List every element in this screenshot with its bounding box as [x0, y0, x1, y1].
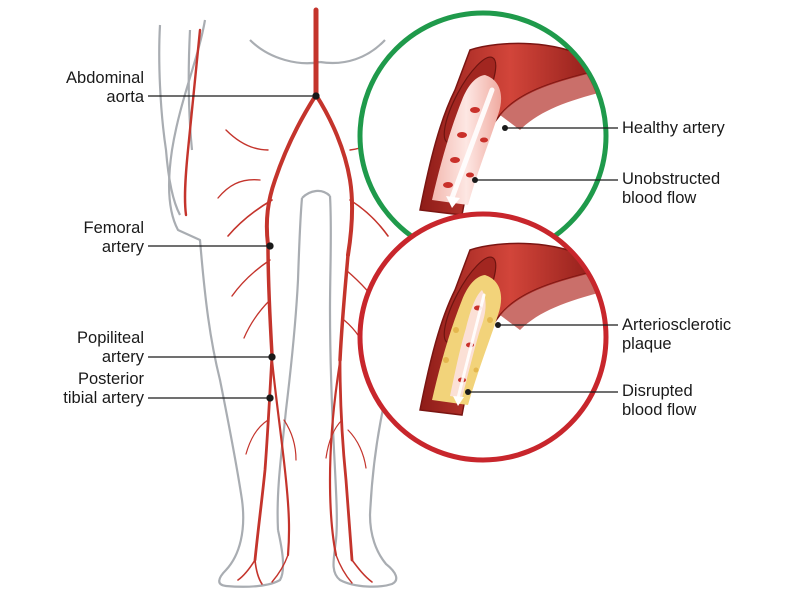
label-disrupted-flow: Disrupted blood flow — [622, 382, 697, 419]
label-unobstructed-flow: Unobstructed blood flow — [622, 170, 721, 207]
label-femoral-artery: Femoral artery — [83, 219, 144, 256]
healthy-artery-inset — [357, 10, 609, 262]
leader-lines — [148, 92, 618, 402]
label-arteriosclerotic-plaque: Arteriosclerotic plaque — [622, 316, 732, 353]
label-popliteal-artery: Popiliteal artery — [77, 329, 144, 366]
label-abdominal-aorta: Abdominal aorta — [66, 69, 144, 106]
diseased-artery-inset — [357, 211, 609, 463]
label-healthy-artery: Healthy artery — [622, 119, 725, 137]
label-posterior-tibial-artery: Posterior tibial artery — [63, 370, 144, 407]
